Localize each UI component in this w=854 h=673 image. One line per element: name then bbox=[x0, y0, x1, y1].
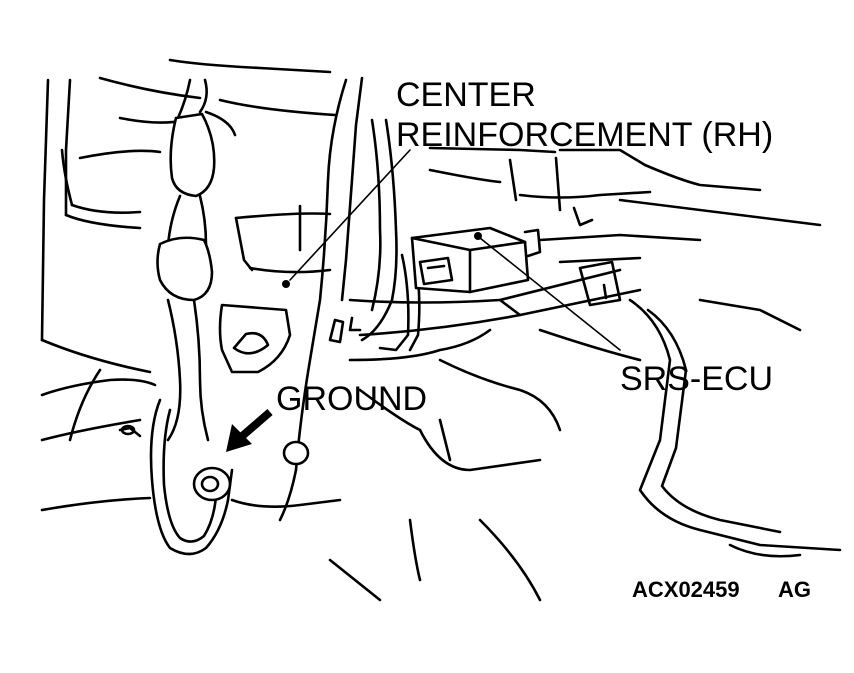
floor-tunnel bbox=[328, 298, 842, 602]
upper-trim bbox=[98, 58, 822, 227]
srs-ecu-label: SRS-ECU bbox=[620, 360, 773, 398]
center-reinforcement-leader bbox=[289, 149, 411, 281]
ground-arrow bbox=[226, 408, 273, 452]
mounting-bracket bbox=[218, 303, 292, 374]
figure-code: ACX02459 bbox=[632, 577, 740, 602]
center-reinforcement-label-line1: CENTER bbox=[396, 76, 536, 114]
srs-ecu-leader bbox=[479, 237, 621, 351]
center-reinforcement-label-line2: REINFORCEMENT (RH) bbox=[396, 116, 773, 154]
wire-harness bbox=[156, 78, 237, 442]
vehicle-interior-illustration bbox=[40, 58, 842, 602]
srs-ecu-dot bbox=[474, 232, 482, 240]
ground-wire-loop bbox=[149, 398, 234, 556]
center-reinforcement-dot bbox=[282, 280, 290, 288]
center-reinforcement-part bbox=[230, 76, 364, 522]
left-pillar bbox=[40, 78, 162, 342]
ground-label: GROUND bbox=[276, 380, 427, 418]
leader-lines bbox=[226, 149, 621, 452]
figure-suffix: AG bbox=[778, 577, 811, 602]
ecu-wiring bbox=[360, 118, 421, 352]
srs-ecu-unit bbox=[410, 226, 542, 294]
floor-left bbox=[40, 338, 157, 512]
cross-member-beam bbox=[348, 156, 702, 337]
